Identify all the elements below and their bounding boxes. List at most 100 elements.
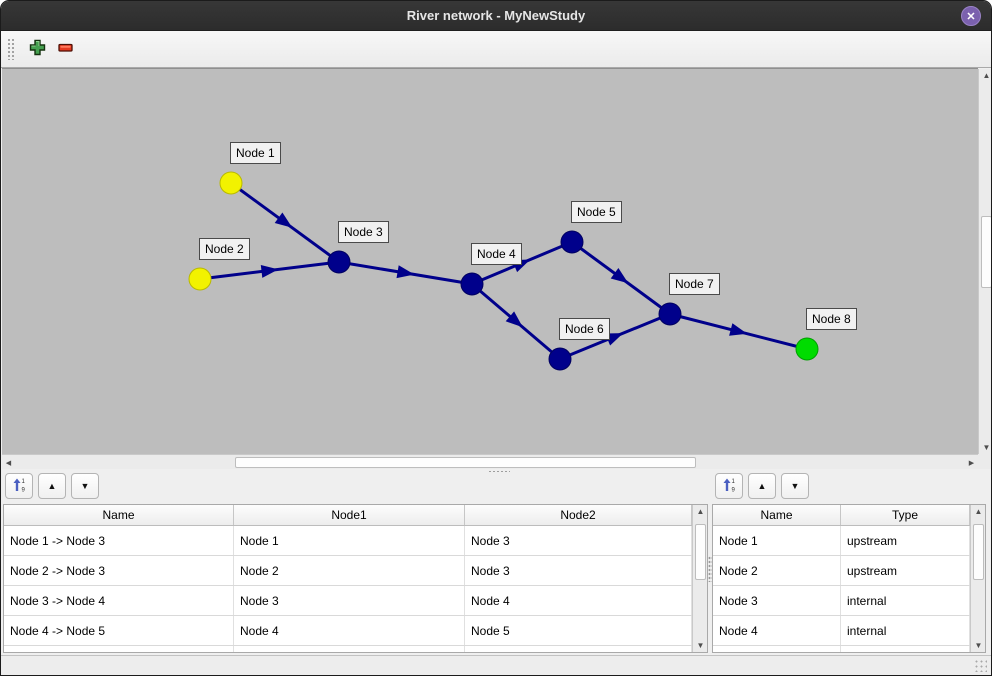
add-button[interactable] xyxy=(23,35,51,63)
node-label[interactable]: Node 8 xyxy=(806,308,857,330)
river-node[interactable] xyxy=(658,302,682,326)
close-icon: ✕ xyxy=(966,10,976,23)
scroll-up-icon[interactable]: ▲ xyxy=(974,507,983,516)
node-move-up-button[interactable]: ▲ xyxy=(748,473,776,499)
main-toolbar xyxy=(1,31,991,68)
status-bar xyxy=(1,655,991,675)
scroll-up-icon[interactable]: ▲ xyxy=(982,71,991,80)
node-label[interactable]: Node 3 xyxy=(338,221,389,243)
node-scroll-thumb[interactable] xyxy=(973,524,984,580)
svg-text:9: 9 xyxy=(732,488,736,494)
table-cell: Node 1 xyxy=(234,526,465,555)
river-network-diagram xyxy=(188,171,819,371)
table-cell xyxy=(234,646,465,652)
column-header[interactable]: Name xyxy=(713,505,841,525)
node-label[interactable]: Node 6 xyxy=(559,318,610,340)
table-cell: Node 5 xyxy=(465,616,692,645)
node-table-scrollbar[interactable]: ▲ ▼ xyxy=(970,505,985,652)
edge-arrow-icon xyxy=(260,265,279,278)
river-node[interactable] xyxy=(460,272,484,296)
node-label[interactable]: Node 7 xyxy=(669,273,720,295)
table-cell: upstream xyxy=(841,526,970,555)
canvas-horizontal-scrollbar[interactable]: ◀ ▶ xyxy=(2,454,978,469)
triangle-down-icon: ▼ xyxy=(80,481,90,491)
scroll-right-icon[interactable]: ▶ xyxy=(968,459,975,467)
node-move-down-button[interactable]: ▼ xyxy=(781,473,809,499)
column-header[interactable]: Name xyxy=(4,505,234,525)
close-button[interactable]: ✕ xyxy=(961,6,981,26)
triangle-down-icon: ▼ xyxy=(790,481,800,491)
vertical-splitter-handle[interactable] xyxy=(708,504,712,654)
link-sort-button[interactable]: 1 9 xyxy=(5,473,33,499)
svg-text:1: 1 xyxy=(22,479,26,485)
river-node[interactable] xyxy=(327,250,351,274)
svg-text:1: 1 xyxy=(732,479,736,485)
resize-grip[interactable] xyxy=(974,659,987,672)
table-cell: internal xyxy=(841,616,970,645)
scrollbar-corner xyxy=(978,454,991,469)
node-label[interactable]: Node 2 xyxy=(199,238,250,260)
link-move-up-button[interactable]: ▲ xyxy=(38,473,66,499)
table-cell: Node 2 xyxy=(234,556,465,585)
link-scroll-thumb[interactable] xyxy=(695,524,706,580)
remove-icon xyxy=(57,39,74,59)
river-node[interactable] xyxy=(560,230,584,254)
triangle-up-icon: ▲ xyxy=(47,481,57,491)
table-cell xyxy=(841,646,970,652)
table-row[interactable] xyxy=(4,646,707,652)
link-table-scrollbar[interactable]: ▲ ▼ xyxy=(692,505,707,652)
river-node[interactable] xyxy=(219,171,243,195)
remove-button[interactable] xyxy=(51,35,79,63)
network-canvas[interactable]: Node 1 Node 2 Node 3 Node 4 Node 5 Node 6 Node… xyxy=(2,68,978,454)
title-bar[interactable]: River network - MyNewStudy ✕ xyxy=(1,1,991,31)
edge-arrow-icon xyxy=(505,311,523,328)
column-header[interactable]: Node1 xyxy=(234,505,465,525)
node-label[interactable]: Node 1 xyxy=(230,142,281,164)
link-move-down-button[interactable]: ▼ xyxy=(71,473,99,499)
column-header[interactable]: Node2 xyxy=(465,505,692,525)
table-cell: Node 1 xyxy=(713,526,841,555)
node-label[interactable]: Node 4 xyxy=(471,243,522,265)
table-cell: Node 4 xyxy=(713,616,841,645)
table-cell: upstream xyxy=(841,556,970,585)
river-node[interactable] xyxy=(548,347,572,371)
scroll-down-icon[interactable]: ▼ xyxy=(696,641,705,650)
canvas-hscroll-thumb[interactable] xyxy=(235,457,696,468)
svg-text:9: 9 xyxy=(22,488,26,494)
node-label[interactable]: Node 5 xyxy=(571,201,622,223)
node-sort-button[interactable]: 1 9 xyxy=(715,473,743,499)
canvas-vscroll-thumb[interactable] xyxy=(981,216,991,288)
scroll-up-icon[interactable]: ▲ xyxy=(696,507,705,516)
scroll-down-icon[interactable]: ▼ xyxy=(982,443,991,452)
table-cell: Node 4 xyxy=(465,586,692,615)
scroll-left-icon[interactable]: ◀ xyxy=(5,459,12,467)
triangle-up-icon: ▲ xyxy=(757,481,767,491)
scroll-down-icon[interactable]: ▼ xyxy=(974,641,983,650)
sort-ascending-icon: 1 9 xyxy=(721,477,737,495)
table-cell: Node 2 -> Node 3 xyxy=(4,556,234,585)
edge-arrow-icon xyxy=(396,265,415,279)
column-header[interactable]: Type xyxy=(841,505,970,525)
river-node[interactable] xyxy=(795,337,819,361)
horizontal-splitter-handle[interactable] xyxy=(488,470,510,474)
table-cell: Node 1 -> Node 3 xyxy=(4,526,234,555)
canvas-vertical-scrollbar[interactable]: ▲ ▼ xyxy=(978,69,991,454)
river-node[interactable] xyxy=(188,267,212,291)
table-cell xyxy=(713,646,841,652)
toolbar-drag-handle[interactable] xyxy=(7,38,15,60)
table-cell: Node 4 xyxy=(234,616,465,645)
table-row[interactable] xyxy=(713,646,985,652)
add-icon xyxy=(29,39,46,59)
